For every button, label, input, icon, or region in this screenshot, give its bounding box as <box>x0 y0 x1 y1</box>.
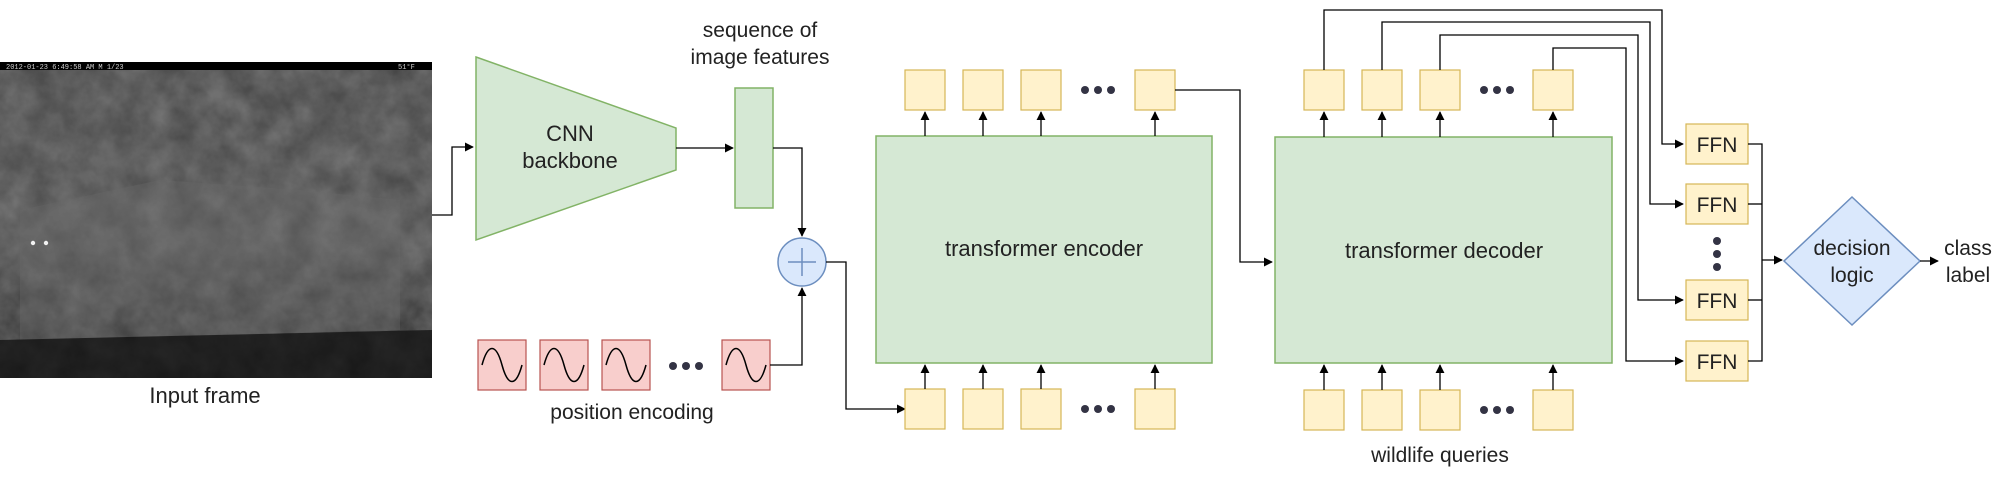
ellipsis-icon <box>1081 405 1115 413</box>
encoder-input-token <box>962 388 1004 430</box>
output-label-line2: label <box>1946 264 1990 287</box>
ffn-head: FFN <box>1685 340 1749 382</box>
features-label-line1: sequence of <box>703 19 818 42</box>
arrow-decoder-to-ffn <box>1381 21 1684 209</box>
sine-wave-icon <box>477 339 527 391</box>
ellipsis-icon <box>669 362 703 370</box>
decision-label-line1: decision <box>1813 237 1890 260</box>
features-label-line2: image features <box>691 46 830 69</box>
arrow-frame-to-backbone <box>432 142 474 216</box>
ffn-head: FFN <box>1685 183 1749 225</box>
wildlife-query-token <box>1361 389 1403 431</box>
arrow-decoder-to-ffn <box>1439 34 1684 305</box>
ffn-head: FFN <box>1685 123 1749 165</box>
animal-eye <box>43 240 49 246</box>
wildlife-query-token <box>1303 389 1345 431</box>
ffn-label: FFN <box>1697 290 1738 313</box>
ffn-label: FFN <box>1697 351 1738 374</box>
decision-logic-diamond <box>1782 195 1922 327</box>
sine-wave-icon <box>539 339 589 391</box>
frame-temperature: 51°F <box>398 63 415 72</box>
transformer-decoder-block <box>1274 136 1613 364</box>
animal-eye <box>30 240 36 246</box>
transformer-encoder-block <box>875 135 1213 364</box>
decision-label-line2: logic <box>1830 264 1873 287</box>
decoder-output-token <box>1361 69 1403 111</box>
wildlife-query-token <box>1532 389 1574 431</box>
position-encoding-label: position encoding <box>550 401 713 424</box>
arrow-features-to-adder <box>773 147 807 237</box>
sine-wave-icon <box>601 339 651 391</box>
ellipsis-icon <box>1713 237 1721 271</box>
input-frame-label: Input frame <box>149 383 260 408</box>
ffn-head: FFN <box>1685 279 1749 321</box>
ffn-label: FFN <box>1697 194 1738 217</box>
encoder-output-tokens <box>904 69 1176 111</box>
decoder-output-token <box>1532 69 1574 111</box>
ellipsis-icon <box>1480 406 1514 414</box>
sine-wave-icon <box>721 339 771 391</box>
encoder-input-token <box>1020 388 1062 430</box>
ffn-merge-bracket <box>1748 143 1763 362</box>
encoder-output-token <box>904 69 946 111</box>
arrow-adder-to-encoder-input <box>826 261 906 414</box>
encoder-output-token <box>962 69 1004 111</box>
ellipsis-icon <box>1081 86 1115 94</box>
encoder-input-token <box>904 388 946 430</box>
image-features-block <box>734 87 774 209</box>
input-frame-image: 2012-01-23 6:49:58 AM M 1/23 51°F <box>0 62 432 378</box>
encoder-label: transformer encoder <box>945 236 1143 261</box>
encoder-input-tokens <box>904 388 1176 430</box>
encoder-output-token <box>1020 69 1062 111</box>
arrow-decoder-to-ffn <box>1323 9 1684 149</box>
wildlife-query-token <box>1419 389 1461 431</box>
decoder-label: transformer decoder <box>1345 238 1543 263</box>
output-label-line1: class <box>1944 237 1992 260</box>
decoder-output-token <box>1419 69 1461 111</box>
decoder-output-token <box>1303 69 1345 111</box>
backbone-label-line2: backbone <box>522 148 617 173</box>
wildlife-query-tokens <box>1303 389 1574 431</box>
cnn-backbone-block <box>475 55 677 242</box>
ellipsis-icon <box>1480 86 1514 94</box>
backbone-label-line1: CNN <box>546 121 594 146</box>
ffn-label: FFN <box>1697 134 1738 157</box>
arrow-encoder-to-decoder <box>1175 89 1273 267</box>
position-encoding-row <box>477 339 771 391</box>
wildlife-queries-label: wildlife queries <box>1370 444 1509 467</box>
encoder-output-token <box>1134 69 1176 111</box>
arrow-decoder-to-ffn <box>1552 47 1684 366</box>
decoder-output-tokens <box>1303 69 1574 111</box>
arrow-posenc-to-adder <box>770 287 807 366</box>
encoder-input-token <box>1134 388 1176 430</box>
plus-icon <box>777 237 827 287</box>
frame-timestamp: 2012-01-23 6:49:58 AM M 1/23 <box>6 64 124 72</box>
